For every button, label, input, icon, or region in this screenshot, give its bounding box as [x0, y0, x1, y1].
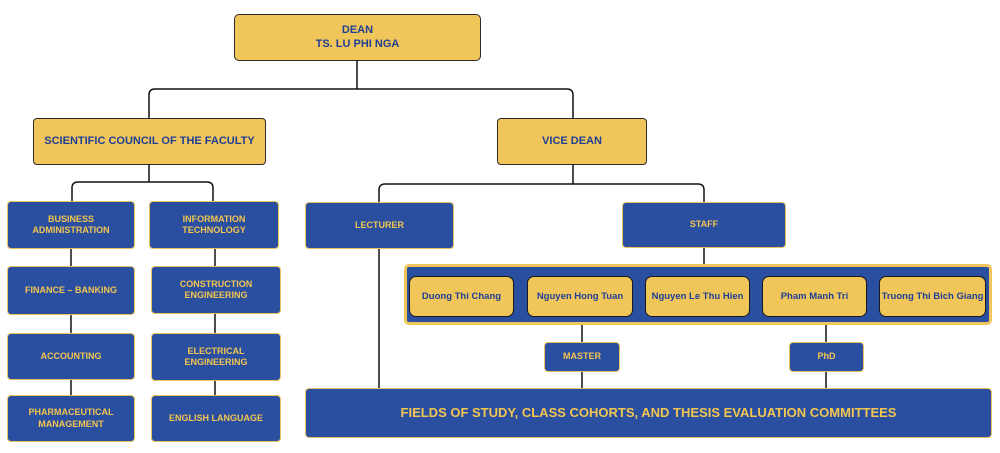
dean-box: DEAN TS. LU PHI NGA	[234, 14, 481, 61]
department-label: INFORMATION TECHNOLOGY	[182, 213, 246, 235]
staff-member-nguyen-hong-tuan: Nguyen Hong Tuan	[527, 276, 633, 317]
lecturer-label: LECTURER	[355, 219, 404, 230]
scientific-council-label: SCIENTIFIC COUNCIL OF THE FACULTY	[44, 134, 255, 147]
department-label: ELECTRICAL ENGINEERING	[184, 345, 248, 367]
fields-of-study-label: FIELDS OF STUDY, CLASS COHORTS, AND THES…	[400, 404, 897, 420]
department-construction-engineering: CONSTRUCTION ENGINEERING	[151, 266, 281, 314]
master-box: MASTER	[544, 342, 620, 372]
connector-council	[71, 165, 214, 201]
staff-member-name: Truong Thi Bich Giang	[881, 291, 984, 302]
vice-dean-box: VICE DEAN	[497, 118, 647, 165]
phd-box: PhD	[789, 342, 864, 372]
staff-member-name: Pham Manh Tri	[780, 291, 849, 302]
phd-label: PhD	[817, 351, 836, 362]
department-electrical-engineering: ELECTRICAL ENGINEERING	[151, 333, 281, 381]
lecturer-box: LECTURER	[305, 202, 454, 249]
connector-vice-dean	[378, 165, 705, 202]
department-english-language: ENGLISH LANGUAGE	[151, 395, 281, 442]
staff-member-nguyen-le-thu-hien: Nguyen Le Thu Hien	[645, 276, 750, 317]
staff-member-name: Nguyen Le Thu Hien	[651, 291, 744, 302]
staff-member-truong-thi-bich-giang: Truong Thi Bich Giang	[879, 276, 986, 317]
master-label: MASTER	[563, 351, 601, 362]
department-label: CONSTRUCTION ENGINEERING	[179, 278, 253, 300]
department-information-technology: INFORMATION TECHNOLOGY	[149, 201, 279, 249]
department-business-administration: BUSINESS ADMINISTRATION	[7, 201, 135, 249]
department-finance-banking: FINANCE – BANKING	[7, 266, 135, 315]
department-accounting: ACCOUNTING	[7, 333, 135, 380]
dean-name: TS. LU PHI NGA	[315, 37, 400, 50]
dean-title: DEAN	[341, 23, 374, 36]
connector-dean	[148, 61, 574, 118]
scientific-council-box: SCIENTIFIC COUNCIL OF THE FACULTY	[33, 118, 266, 165]
department-label: BUSINESS ADMINISTRATION	[32, 213, 110, 235]
vice-dean-label: VICE DEAN	[542, 134, 602, 147]
staff-box: STAFF	[622, 202, 786, 248]
staff-member-duong-thi-chang: Duong Thi Chang	[409, 276, 514, 317]
staff-member-name: Nguyen Hong Tuan	[536, 291, 624, 302]
department-label: FINANCE – BANKING	[24, 284, 117, 295]
department-label: ACCOUNTING	[40, 350, 102, 361]
department-label: ENGLISH LANGUAGE	[168, 412, 263, 423]
department-pharmaceutical-management: PHARMACEUTICAL MANAGEMENT	[7, 395, 135, 442]
staff-label: STAFF	[689, 219, 719, 230]
fields-of-study-box: FIELDS OF STUDY, CLASS COHORTS, AND THES…	[305, 388, 992, 438]
department-label: PHARMACEUTICAL MANAGEMENT	[28, 407, 114, 429]
staff-member-name: Duong Thi Chang	[421, 291, 502, 302]
staff-member-pham-manh-tri: Pham Manh Tri	[762, 276, 867, 317]
